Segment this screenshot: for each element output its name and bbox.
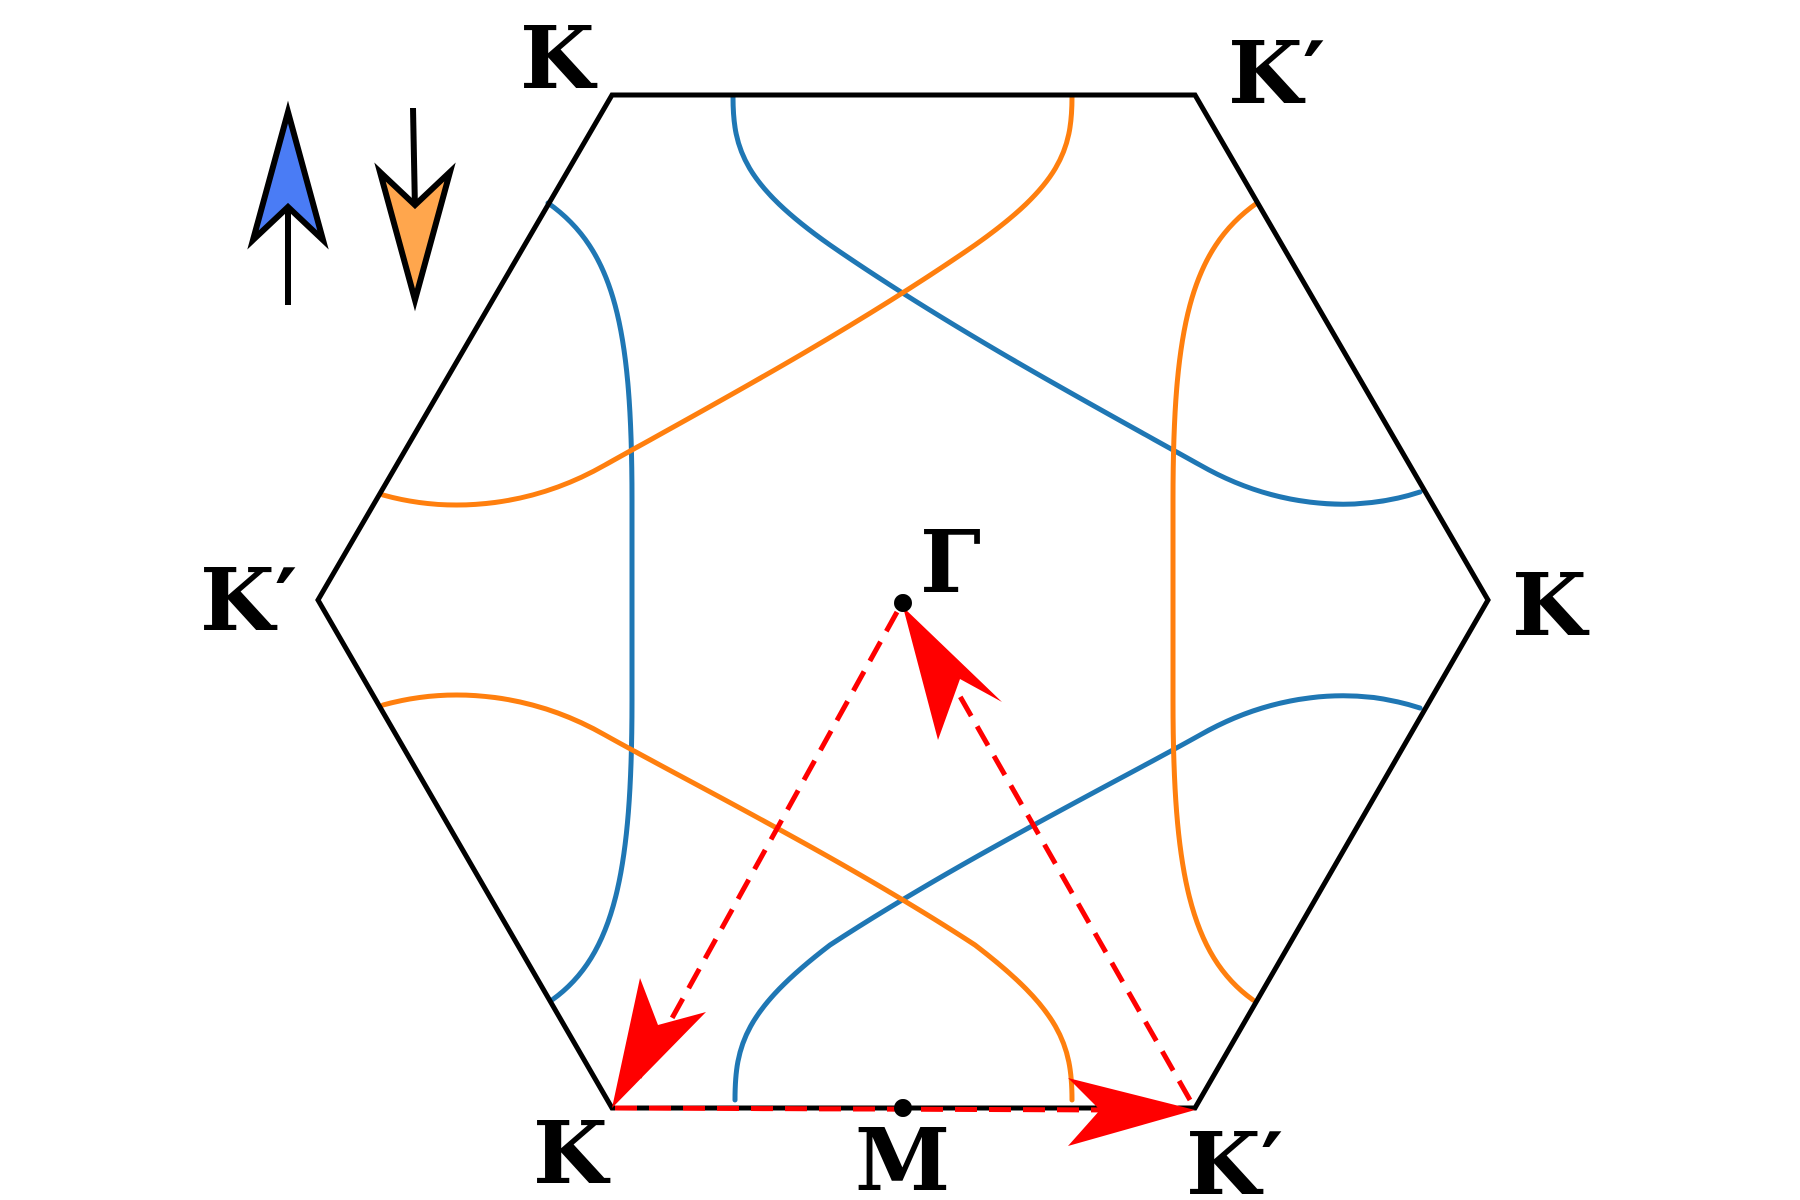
label-M: M (855, 1110, 950, 1200)
K-to-Kprime-path (614, 1105, 1111, 1113)
gamma-point (894, 594, 912, 612)
arrowhead-at-K (612, 978, 706, 1108)
blue-contour-top (730, 94, 1423, 507)
spin-up-arrow-icon (247, 100, 329, 305)
scattering-paths (614, 610, 1193, 1113)
label-Kprime-top-right: K′ (1228, 23, 1325, 124)
arrowhead-at-gamma (903, 607, 1002, 740)
blue-contour-bottom (732, 693, 1423, 1103)
spin-up-fermi-contours (545, 94, 1423, 1103)
orange-contour-bottom (380, 692, 1075, 1103)
arrowhead-at-Kprime (1068, 1078, 1195, 1146)
label-K-bottom-left: K (533, 1103, 611, 1200)
brillouin-zone-hexagon (315, 92, 1491, 1111)
gamma-to-K-path (632, 610, 900, 1087)
scattering-arrowheads (612, 607, 1195, 1146)
label-K-right: K (1512, 555, 1590, 656)
spin-down-arrow-icon (374, 107, 456, 312)
orange-contour-top (380, 94, 1075, 508)
label-Kprime-left: K′ (200, 550, 297, 651)
spin-down-fermi-contours (380, 94, 1260, 1103)
orange-contour-right (1170, 200, 1260, 1003)
label-Kprime-bottom-right: K′ (1186, 1114, 1283, 1200)
blue-contour-left (545, 200, 635, 1003)
M-point (894, 1099, 912, 1117)
Kprime-to-gamma-path (942, 668, 1193, 1102)
label-gamma: Γ (920, 512, 981, 613)
label-K-top-left: K (520, 8, 598, 109)
